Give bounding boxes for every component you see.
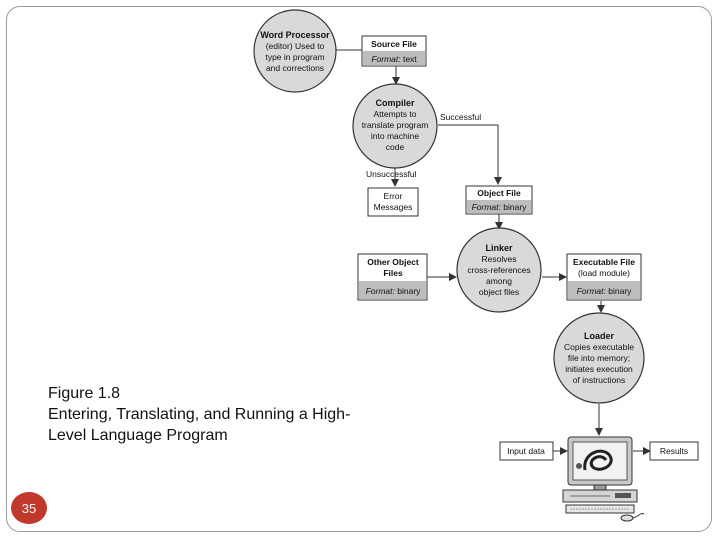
error-messages-node: Error Messages	[367, 187, 419, 217]
compiler-line: translate program	[362, 120, 429, 130]
results-node: Results	[649, 441, 699, 461]
caption-line: Entering, Translating, and Running a Hig…	[48, 406, 351, 423]
input-data-node: Input data	[499, 441, 554, 461]
compiler-title: Compiler	[375, 98, 415, 108]
word-processor-node: Word Processor (editor) Used to type in …	[253, 9, 337, 93]
object-file-node: Object File Format: binary	[465, 185, 533, 215]
successful-label: Successful	[440, 112, 481, 122]
compiler-line: code	[386, 142, 405, 152]
loader-line: of instructions	[573, 375, 625, 385]
object-file-title: Object File	[477, 188, 521, 198]
other-object-files-line: Other Object	[367, 257, 419, 267]
executable-file-node: Executable File (load module) Format: bi…	[566, 253, 642, 301]
other-object-files-line: Files	[383, 268, 403, 278]
page-number-badge: 35	[11, 492, 47, 524]
executable-file-format: Format: binary	[577, 286, 633, 296]
source-file-node: Source File Format: text	[361, 35, 427, 67]
word-processor-line: type in program	[265, 52, 324, 62]
loader-line: file into memory;	[568, 353, 630, 363]
word-processor-line: (editor) Used to	[266, 41, 325, 51]
unsuccessful-label: Unsuccessful	[366, 169, 417, 179]
linker-line: cross-references	[467, 265, 530, 275]
other-object-files-format: Format: binary	[366, 286, 422, 296]
word-processor-line: and corrections	[266, 63, 324, 73]
figure-caption: Figure 1.8 Entering, Translating, and Ru…	[48, 383, 408, 446]
input-data-label: Input data	[507, 446, 545, 456]
source-file-format: Format: text	[371, 54, 417, 64]
word-processor-title: Word Processor	[260, 30, 330, 40]
connectors	[335, 49, 651, 455]
computer-icon	[562, 436, 645, 522]
error-messages-line: Error	[384, 191, 403, 201]
linker-line: object files	[479, 287, 519, 297]
other-object-files-node: Other Object Files Format: binary	[357, 253, 428, 301]
loader-title: Loader	[584, 331, 615, 341]
caption-line: Level Language Program	[48, 427, 228, 444]
results-label: Results	[660, 446, 688, 456]
loader-line: initiates execution	[565, 364, 633, 374]
linker-line: among	[486, 276, 512, 286]
object-file-format: Format: binary	[472, 202, 528, 212]
compiler-node: Compiler Attempts to translate program i…	[352, 83, 438, 169]
connector-compiler-object	[438, 124, 502, 185]
loader-line: Copies executable	[564, 342, 634, 352]
loader-node: Loader Copies executable file into memor…	[553, 312, 645, 404]
executable-file-subtitle: (load module)	[578, 268, 630, 278]
linker-title: Linker	[485, 243, 513, 253]
slide-frame	[6, 6, 712, 532]
compiler-line: into machine	[371, 131, 419, 141]
linker-line: Resolves	[482, 254, 517, 264]
linker-node: Linker Resolves cross-references among o…	[456, 227, 542, 313]
executable-file-title: Executable File	[573, 257, 635, 267]
caption-line: Figure 1.8	[48, 385, 121, 402]
source-file-title: Source File	[371, 39, 417, 49]
error-messages-line: Messages	[374, 202, 413, 212]
compiler-line: Attempts to	[374, 109, 417, 119]
